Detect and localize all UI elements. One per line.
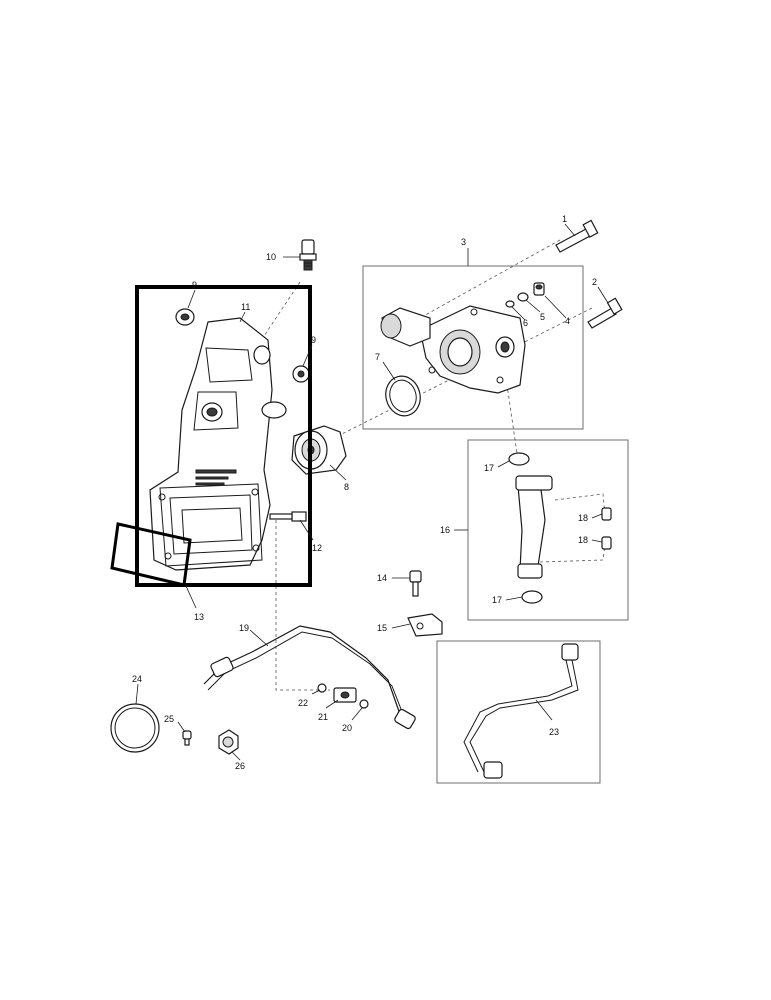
bolt-18-bottom bbox=[601, 536, 612, 550]
leader-12 bbox=[299, 519, 314, 541]
leader-21 bbox=[325, 699, 339, 709]
fuel-line-19 bbox=[203, 625, 416, 730]
leader-6 bbox=[511, 306, 526, 321]
clamp-24 bbox=[110, 703, 160, 753]
callout-15: 15 bbox=[377, 623, 387, 633]
leader-18a bbox=[591, 513, 603, 519]
fuel-line-23 bbox=[463, 643, 579, 779]
callout-2: 2 bbox=[592, 277, 597, 287]
leader-17b bbox=[505, 596, 523, 601]
sensor-10 bbox=[299, 239, 317, 271]
nut-26 bbox=[218, 729, 239, 755]
washer-5 bbox=[517, 292, 529, 302]
highlight-box bbox=[135, 285, 312, 587]
callout-22: 22 bbox=[298, 698, 308, 708]
callout-25: 25 bbox=[164, 714, 174, 724]
assembly-line-3-bolt bbox=[419, 239, 561, 319]
callout-5: 5 bbox=[540, 312, 545, 322]
callout-18b: 18 bbox=[578, 535, 588, 545]
leader-7 bbox=[382, 361, 396, 381]
seal-9-right bbox=[292, 365, 310, 383]
leader-8 bbox=[329, 464, 347, 481]
leader-24 bbox=[135, 683, 139, 705]
callout-17a: 17 bbox=[484, 463, 494, 473]
callout-17b: 17 bbox=[492, 595, 502, 605]
leader-26 bbox=[231, 751, 241, 761]
leader-5 bbox=[525, 299, 541, 313]
callout-10: 10 bbox=[266, 252, 276, 262]
callout-4: 4 bbox=[565, 316, 570, 326]
callout-9a: 9 bbox=[192, 280, 197, 290]
callout-21: 21 bbox=[318, 712, 328, 722]
assembly-line-18a bbox=[554, 493, 606, 517]
o-ring-17-bottom bbox=[521, 590, 543, 604]
leader-2 bbox=[597, 286, 609, 304]
bolt-18-top bbox=[601, 507, 612, 521]
callout-8: 8 bbox=[344, 482, 349, 492]
callout-13: 13 bbox=[194, 612, 204, 622]
fitting-4 bbox=[533, 282, 545, 296]
callout-26: 26 bbox=[235, 761, 245, 771]
leader-19 bbox=[249, 629, 269, 647]
seal-9-left bbox=[175, 308, 195, 326]
leader-9a bbox=[187, 289, 196, 309]
leader-17a bbox=[497, 460, 510, 468]
screw-25 bbox=[182, 730, 192, 746]
bolt-12 bbox=[269, 511, 307, 522]
leader-20 bbox=[351, 707, 363, 721]
seal-6 bbox=[505, 300, 515, 308]
callout-11: 11 bbox=[241, 302, 250, 312]
o-ring-7 bbox=[385, 375, 421, 417]
callout-9b: 9 bbox=[311, 335, 316, 345]
callout-23: 23 bbox=[549, 727, 559, 737]
leader-4 bbox=[544, 295, 567, 319]
assembly-line-12 bbox=[275, 520, 330, 691]
leader-1 bbox=[564, 223, 576, 237]
callout-16: 16 bbox=[440, 525, 450, 535]
callout-7: 7 bbox=[375, 352, 380, 362]
callout-18a: 18 bbox=[578, 513, 588, 523]
callout-1: 1 bbox=[562, 214, 567, 224]
callout-14: 14 bbox=[377, 573, 387, 583]
leader-11 bbox=[239, 311, 246, 323]
leader-25 bbox=[177, 721, 186, 733]
thermostat-housing-3 bbox=[380, 305, 526, 394]
washer-20 bbox=[359, 699, 369, 709]
bolt-14 bbox=[409, 570, 422, 597]
callout-12: 12 bbox=[312, 543, 322, 553]
coolant-housing-11 bbox=[149, 317, 287, 571]
coolant-tube-16 bbox=[515, 475, 553, 579]
bolt-1 bbox=[555, 219, 599, 253]
callout-20: 20 bbox=[342, 723, 352, 733]
callout-19: 19 bbox=[239, 623, 249, 633]
leader-13 bbox=[185, 585, 197, 609]
bolt-2 bbox=[587, 297, 623, 329]
fitting-21 bbox=[333, 687, 357, 703]
assembly-line-10 bbox=[257, 281, 301, 346]
assembly-line-tube bbox=[505, 377, 519, 461]
assembly-line-18b bbox=[539, 544, 606, 563]
thermostat-housing-panel bbox=[362, 265, 584, 430]
thermostat-8 bbox=[291, 425, 347, 475]
callout-24: 24 bbox=[132, 674, 142, 684]
o-ring-17-top bbox=[508, 452, 530, 466]
leader-15 bbox=[391, 623, 411, 629]
fuel-line-panel bbox=[436, 640, 601, 784]
leader-23 bbox=[535, 699, 553, 721]
leader-9b bbox=[302, 344, 313, 367]
leader-22 bbox=[311, 689, 321, 695]
callout-3: 3 bbox=[461, 237, 466, 247]
leader-18b bbox=[591, 539, 603, 543]
clip-15 bbox=[407, 613, 443, 637]
callout-6: 6 bbox=[523, 318, 528, 328]
